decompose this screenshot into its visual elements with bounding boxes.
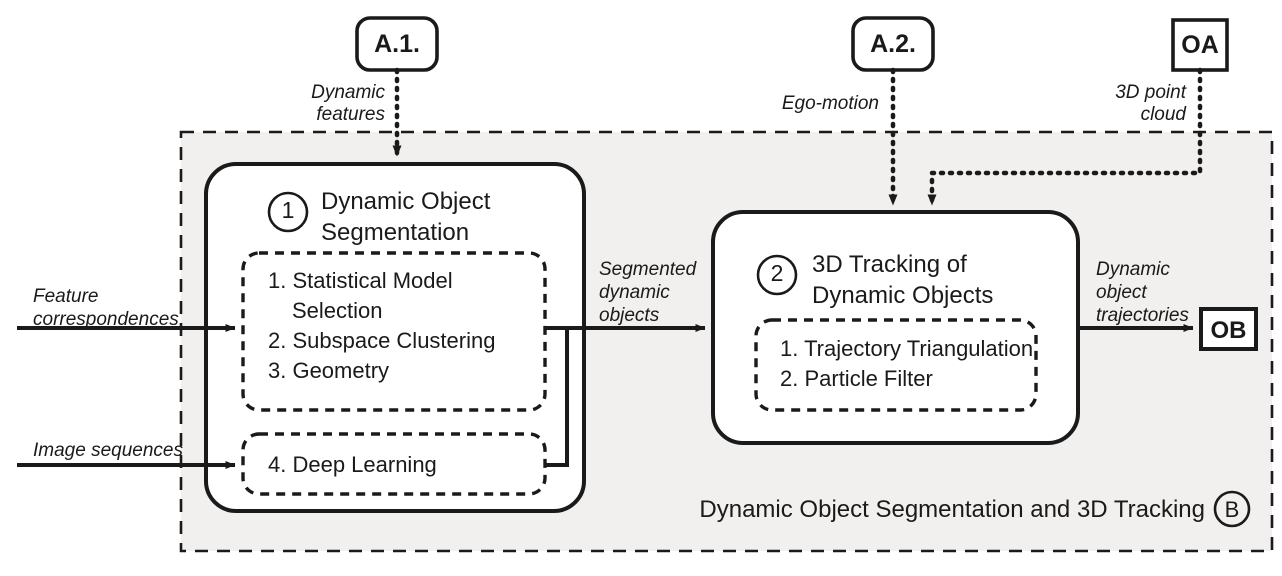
edge-label-feature-correspondences-line2: correspondences	[33, 309, 179, 330]
stage1-title-line2: Segmentation	[321, 219, 470, 246]
stage2-title-line1: 3D Tracking of	[812, 251, 967, 278]
node-ob-label[interactable]: OB	[1210, 317, 1247, 344]
stage1-item-1-line2: Selection	[292, 298, 383, 323]
stage1-number: 1	[281, 197, 295, 223]
edge-label-trajectories-line3: trajectories	[1096, 305, 1189, 326]
node-a2-label[interactable]: A.2.	[870, 30, 916, 58]
container-tag: B	[1224, 497, 1240, 522]
edge-deep-learning-merge	[545, 328, 569, 467]
container-title: Dynamic Object Segmentation and 3D Track…	[699, 496, 1205, 523]
stage2-number: 2	[770, 260, 784, 286]
stage1-item-3: 3. Geometry	[268, 358, 390, 383]
stage2-title-line2: Dynamic Objects	[812, 282, 994, 309]
stage1-item-4: 4. Deep Learning	[268, 452, 437, 477]
stage2-item-2: 2. Particle Filter	[780, 366, 933, 391]
stage2-inner-box	[754, 318, 1038, 412]
edge-label-ego-motion: Ego-motion	[781, 93, 879, 114]
node-a1-label[interactable]: A.1.	[374, 30, 420, 58]
edge-label-trajectories-line1: Dynamic	[1096, 259, 1170, 280]
edge-label-image-sequences: Image sequences	[33, 440, 183, 461]
stage1-item-1-line1: 1. Statistical Model	[268, 268, 453, 293]
stage1-inner-box-a	[241, 251, 547, 412]
edge-label-point-cloud-line2: cloud	[1140, 104, 1186, 125]
stage1-title-line1: Dynamic Object	[321, 188, 491, 215]
edge-label-segmented-line1: Segmented	[599, 259, 697, 280]
edge-label-segmented-line3: objects	[599, 305, 660, 326]
edge-label-feature-correspondences-line1: Feature	[33, 286, 99, 307]
node-oa-label[interactable]: OA	[1181, 31, 1219, 59]
edge-label-point-cloud-line1: 3D point	[1115, 82, 1186, 103]
stage1-item-2: 2. Subspace Clustering	[268, 328, 496, 353]
stage2-number-badge	[756, 254, 798, 296]
edge-label-dynamic-features-line1: Dynamic	[311, 82, 385, 103]
node-ob-shape[interactable]	[1199, 307, 1258, 351]
edge-label-trajectories-line2: object	[1096, 282, 1147, 303]
node-oa-shape[interactable]	[1171, 18, 1229, 72]
stage2-item-1: 1. Trajectory Triangulation	[780, 336, 1034, 361]
stage1-number-badge	[267, 191, 309, 233]
edge-oa-to-stage2	[927, 67, 1203, 208]
edge-label-segmented-line2: dynamic	[599, 282, 670, 303]
container-tag-badge	[1213, 490, 1251, 528]
edge-label-dynamic-features-line2: features	[316, 104, 385, 125]
